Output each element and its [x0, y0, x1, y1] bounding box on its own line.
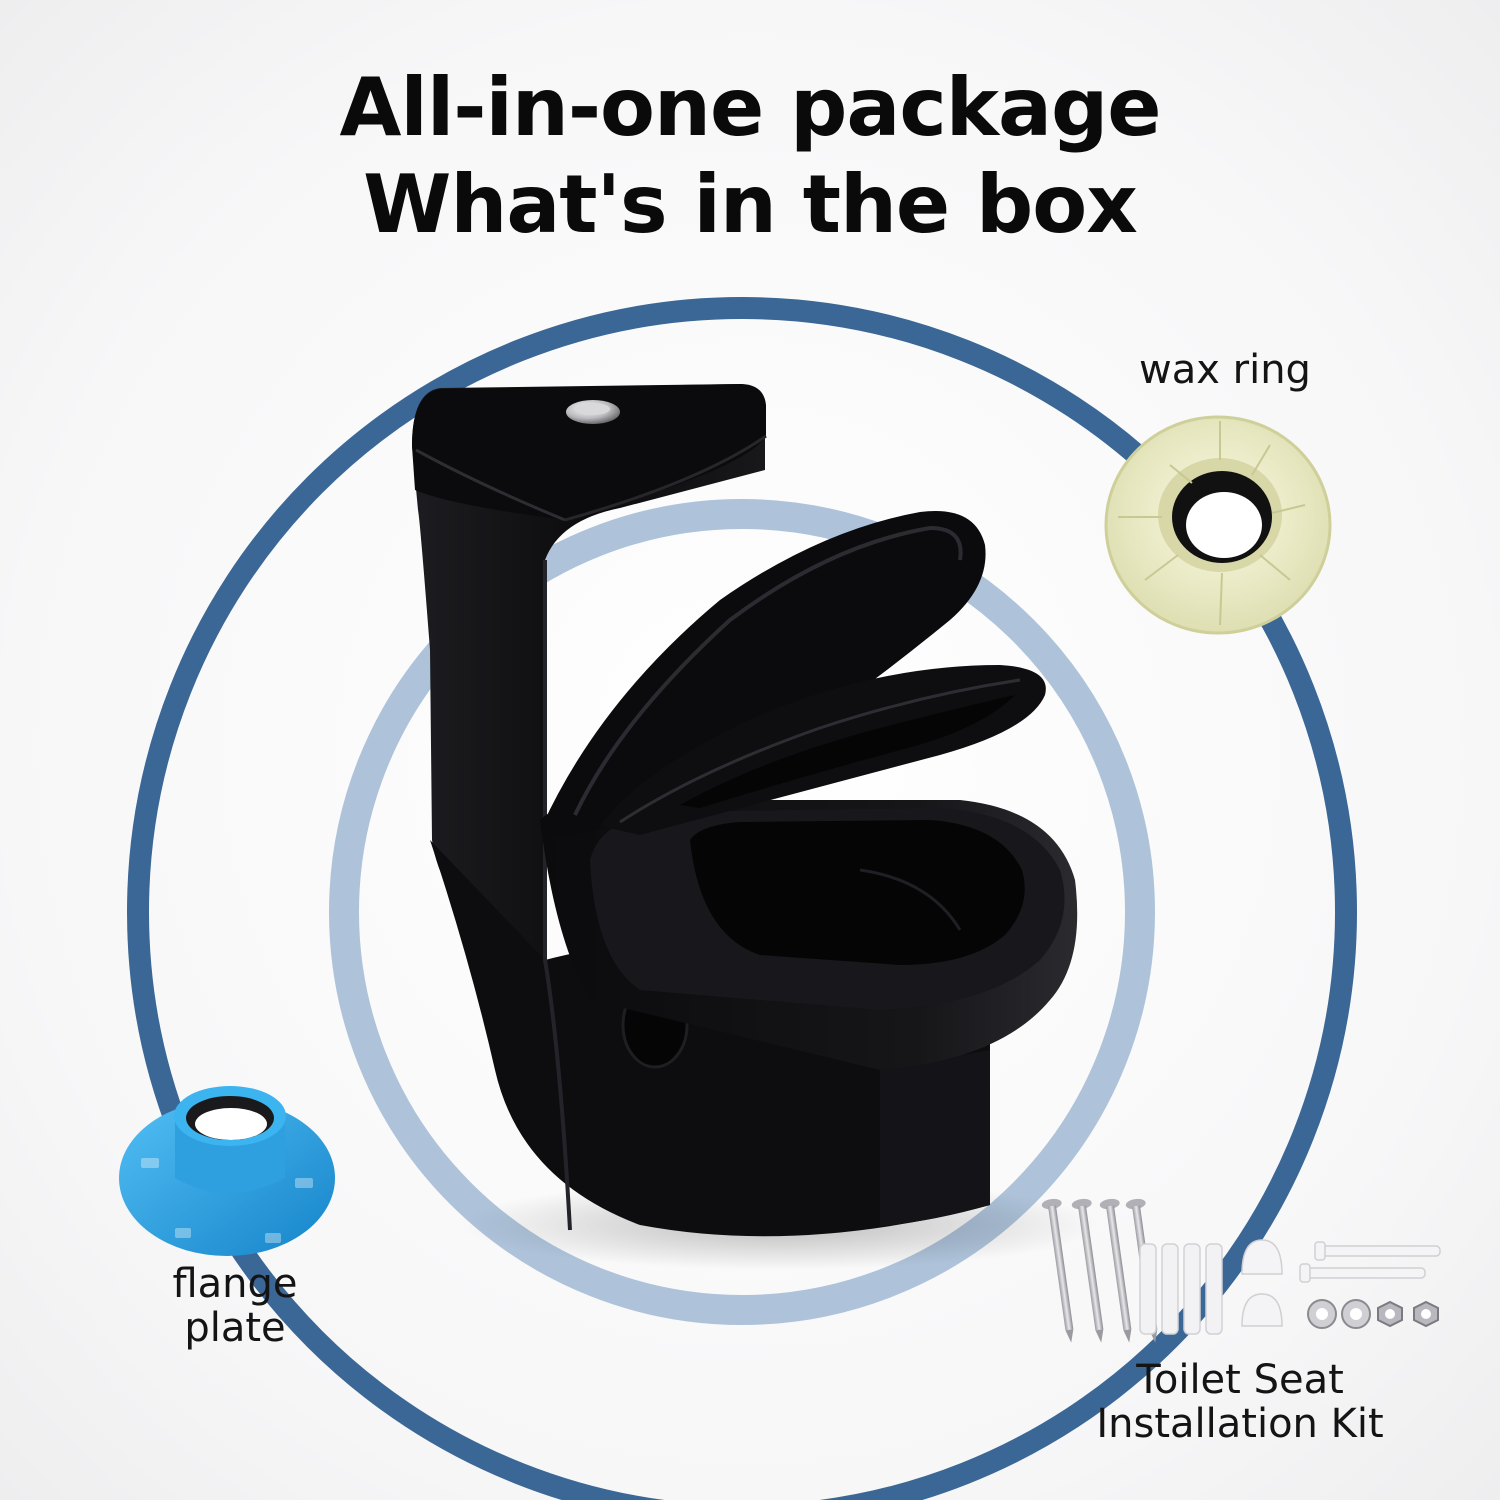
headline-line-1: All-in-one package [339, 61, 1162, 154]
installation-kit-label-line-2: Installation Kit [1096, 1401, 1384, 1447]
bolt-caps [1241, 1239, 1283, 1327]
wax-ring-image [1104, 415, 1332, 635]
inner-ring [329, 499, 1155, 1325]
flange-plate-label: flange plate [140, 1262, 330, 1350]
flange-plate-label-line-1: flange [172, 1261, 298, 1307]
wall-anchors [1139, 1243, 1223, 1335]
bolts [1299, 1241, 1441, 1283]
outer-ring [127, 297, 1357, 1500]
flange-plate-label-line-2: plate [184, 1305, 286, 1351]
washers-and-nuts [1307, 1299, 1439, 1329]
installation-kit-image [1041, 1198, 1441, 1343]
installation-kit-label: Toilet Seat Installation Kit [1050, 1358, 1430, 1446]
wax-ring-label: wax ring [1139, 347, 1311, 393]
headline-line-2: What's in the box [363, 158, 1138, 251]
flange-plate-image [119, 1086, 335, 1256]
installation-kit-label-line-1: Toilet Seat [1136, 1357, 1344, 1403]
